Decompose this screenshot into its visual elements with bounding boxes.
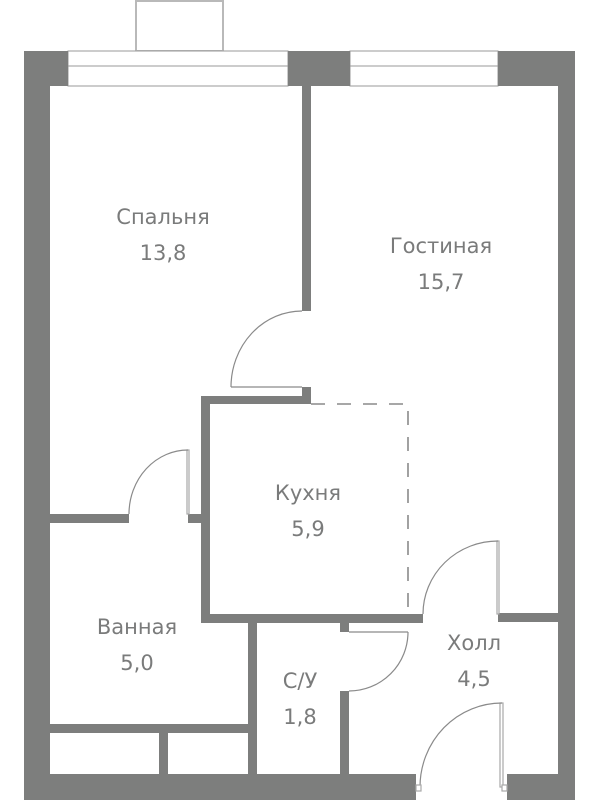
room-area: 5,9 [291, 517, 325, 541]
room-area: 1,8 [283, 705, 317, 729]
room-wc: С/У 1,8 [220, 663, 380, 735]
room-living: Гостиная 15,7 [361, 228, 521, 300]
door-bedroom[interactable] [230, 310, 303, 388]
room-area: 13,8 [139, 241, 187, 265]
room-name: Холл [446, 631, 502, 655]
interior-walls [50, 86, 558, 774]
door-bathroom[interactable] [128, 449, 190, 515]
room-name: С/У [282, 669, 318, 693]
door-wc[interactable] [348, 631, 409, 692]
balcony-outline [135, 0, 224, 52]
room-area: 4,5 [457, 667, 491, 691]
room-area: 15,7 [417, 270, 465, 294]
room-name: Ванная [96, 615, 178, 639]
room-kitchen: Кухня 5,9 [228, 475, 388, 547]
door-kitchen-hall[interactable] [422, 540, 500, 615]
room-hall: Холл 4,5 [394, 625, 554, 697]
window-bedroom [67, 50, 289, 87]
room-bathroom: Ванная 5,0 [57, 609, 217, 681]
room-bedroom: Спальня 13,8 [83, 199, 243, 271]
door-entrance[interactable] [415, 702, 508, 792]
exterior-walls [24, 51, 575, 800]
kitchen-open-boundary [311, 403, 409, 614]
room-name: Кухня [274, 481, 342, 505]
room-area: 5,0 [120, 651, 154, 675]
room-name: Спальня [116, 205, 210, 229]
window-living [349, 50, 499, 87]
room-name: Гостиная [389, 234, 493, 258]
